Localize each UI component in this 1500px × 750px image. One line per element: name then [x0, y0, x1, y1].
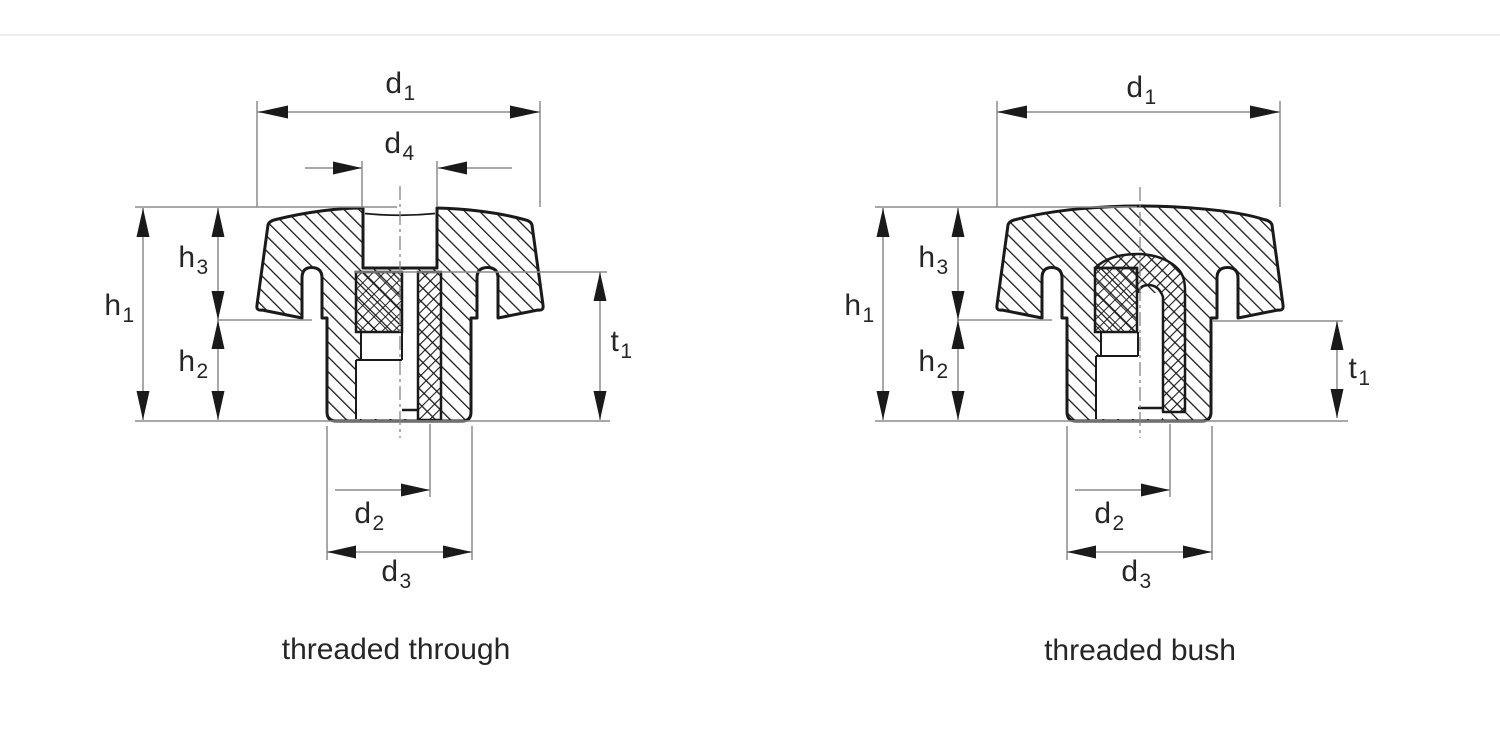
threaded-insert: [354, 270, 443, 422]
dim-label-h3-right: h3: [918, 241, 949, 279]
dim-label-t1-right: t1: [1348, 352, 1371, 390]
top-divider-line: [0, 34, 1500, 36]
dim-label-h1-right: h1: [844, 289, 875, 327]
figure-threaded-through: [135, 101, 610, 560]
dimension-arrows: [136, 105, 607, 559]
dim-label-t1-left: t1: [610, 325, 633, 363]
dim-label-d3-left: d3: [381, 555, 412, 593]
dim-label-h2-right: h2: [918, 345, 949, 383]
caption-threaded-bush: threaded bush: [1044, 634, 1236, 667]
caption-threaded-through: threaded through: [281, 633, 511, 666]
dim-label-d2-right: d2: [1094, 497, 1125, 535]
dim-label-h1-left: h1: [104, 289, 135, 327]
threaded-bush-insert: [1093, 252, 1187, 414]
feature-lines: [1095, 332, 1162, 419]
dimension-arrows: [876, 105, 1344, 559]
dim-label-d1-right: d1: [1126, 71, 1157, 109]
dim-label-h2-left: h2: [178, 345, 209, 383]
dim-label-d2-left: d2: [354, 497, 385, 535]
dim-label-d4-left: d4: [384, 127, 415, 165]
dim-label-h3-left: h3: [178, 241, 209, 279]
figure-threaded-bush: [875, 101, 1348, 560]
dim-label-d3-right: d3: [1121, 555, 1152, 593]
dim-label-d1-left: d1: [385, 67, 416, 105]
